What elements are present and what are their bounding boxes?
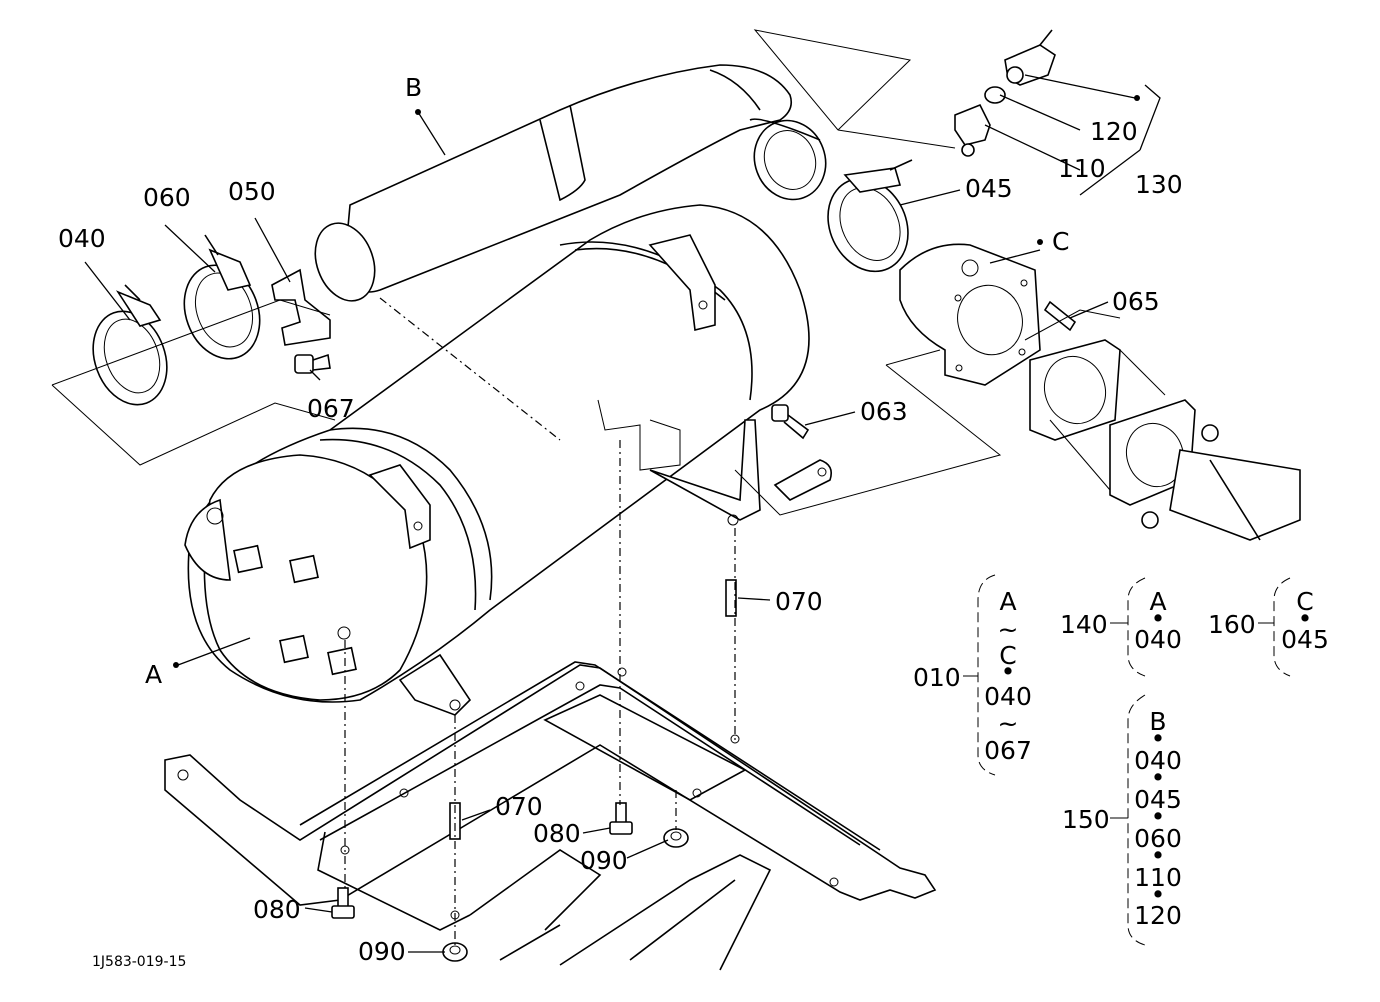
clamp-045 [827, 159, 913, 273]
assembly-150-row: 045 [1134, 785, 1182, 814]
muffler-body-A [184, 204, 810, 716]
callout-110: 110 [1058, 154, 1106, 183]
callout-067: 067 [307, 394, 355, 423]
assembly-160: 160 C • 045 [1208, 587, 1329, 654]
assembly-140: 140 A • 040 [1060, 587, 1182, 654]
bolt-067 [294, 353, 331, 374]
alignment-lines [51, 29, 1166, 945]
callout-B: B [405, 73, 422, 102]
callout-070-right: 070 [775, 587, 823, 616]
assembly-010-row: • [1001, 657, 1016, 686]
assembly-150-row: 120 [1134, 901, 1182, 930]
clamp-040 [92, 284, 168, 406]
assembly-150: 150 B • 040 • 045 • 060 • 110 • 120 [1062, 707, 1182, 930]
sensor-bracket [773, 459, 833, 501]
assembly-160-row: • [1298, 604, 1313, 633]
bolt-063 [771, 404, 810, 440]
assembly-150-row: 060 [1134, 824, 1182, 853]
callout-130: 130 [1135, 170, 1183, 199]
assembly-010-row: 040 [984, 682, 1032, 711]
mounting-frame [164, 661, 937, 971]
callout-080-center: 080 [533, 819, 581, 848]
assembly-010-row: 067 [984, 736, 1032, 765]
assembly-150-row: • [1151, 724, 1166, 753]
callout-070-left: 070 [495, 792, 543, 821]
sensor-parts [954, 29, 1056, 157]
clamp-060 [183, 234, 261, 360]
assembly-010-row: ~ [998, 709, 1019, 738]
assembly-160-number: 160 [1208, 610, 1256, 639]
assembly-150-row: • [1151, 802, 1166, 831]
assembly-150-row: 110 [1134, 863, 1182, 892]
diagram-id: 1J583-019-15 [92, 954, 186, 970]
callout-090-left: 090 [358, 937, 406, 966]
callout-065: 065 [1112, 287, 1160, 316]
stud-070-left [449, 802, 461, 840]
assembly-brackets [963, 574, 1291, 946]
bracket-050 [271, 268, 331, 346]
callout-063: 063 [860, 397, 908, 426]
assembly-150-row: • [1151, 841, 1166, 870]
callout-120: 120 [1090, 117, 1138, 146]
assembly-150-number: 150 [1062, 805, 1110, 834]
nut-090-center [663, 828, 689, 848]
assembly-140-number: 140 [1060, 610, 1108, 639]
assembly-140-row: 040 [1134, 625, 1182, 654]
outlet-flange [1109, 399, 1301, 541]
bolt-080-center [609, 802, 633, 835]
assembly-150-row: • [1151, 880, 1166, 909]
callout-labels: 040 060 050 067 B 045 110 120 130 C 065 … [58, 73, 1183, 966]
callout-040: 040 [58, 224, 106, 253]
leader-lines [84, 74, 1161, 953]
assembly-150-row: • [1151, 763, 1166, 792]
reference-dots [173, 95, 1140, 668]
assembly-010-row: A [999, 587, 1016, 616]
callout-060: 060 [143, 183, 191, 212]
pipe-B [314, 64, 827, 302]
assembly-140-row: • [1151, 604, 1166, 633]
assembly-150-row: B [1149, 707, 1166, 736]
callout-A: A [145, 660, 162, 689]
assembly-160-row: C [1296, 587, 1313, 616]
callout-090-center: 090 [580, 846, 628, 875]
callout-050: 050 [228, 177, 276, 206]
stud-065 [1043, 300, 1077, 332]
callout-C: C [1052, 227, 1069, 256]
assembly-010: 010 A ~ C • 040 ~ 067 [913, 587, 1032, 765]
assembly-140-row: A [1149, 587, 1166, 616]
flange-pipe-C [899, 243, 1041, 386]
callout-045: 045 [965, 174, 1013, 203]
assembly-010-row: ~ [998, 615, 1019, 644]
assembly-150-row: 040 [1134, 746, 1182, 775]
gasket [1029, 339, 1121, 441]
bolt-080-left [331, 887, 355, 919]
nut-090-left [442, 942, 468, 962]
stud-070-right [725, 579, 737, 617]
callout-080-left: 080 [253, 895, 301, 924]
assembly-010-row: C [999, 641, 1016, 670]
assembly-160-row: 045 [1281, 625, 1329, 654]
assembly-010-number: 010 [913, 663, 961, 692]
